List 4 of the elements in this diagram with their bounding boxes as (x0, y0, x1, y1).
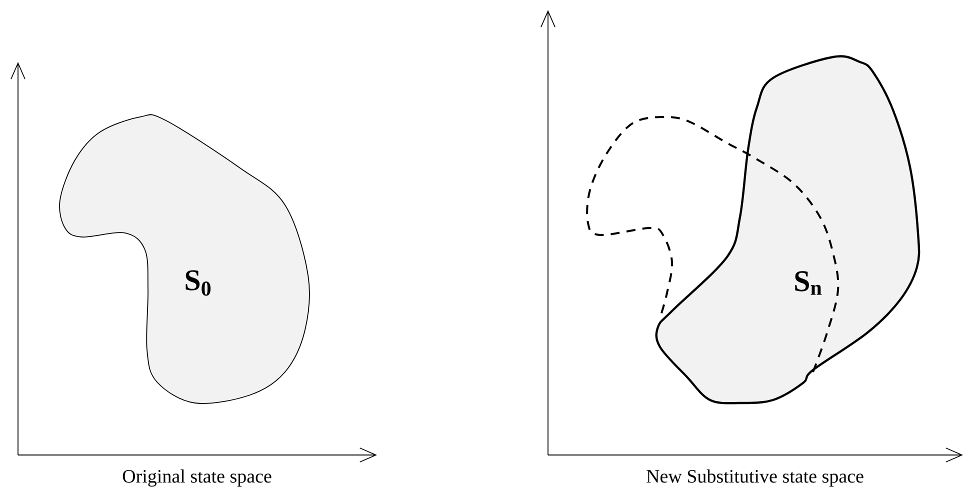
region-blob: S$_{0}$ (59, 114, 310, 404)
region-blob: S$_{n}$ (655, 55, 920, 404)
axis-caption: Original state space (122, 469, 272, 487)
axis-caption: New Substitutive state space (646, 469, 864, 487)
